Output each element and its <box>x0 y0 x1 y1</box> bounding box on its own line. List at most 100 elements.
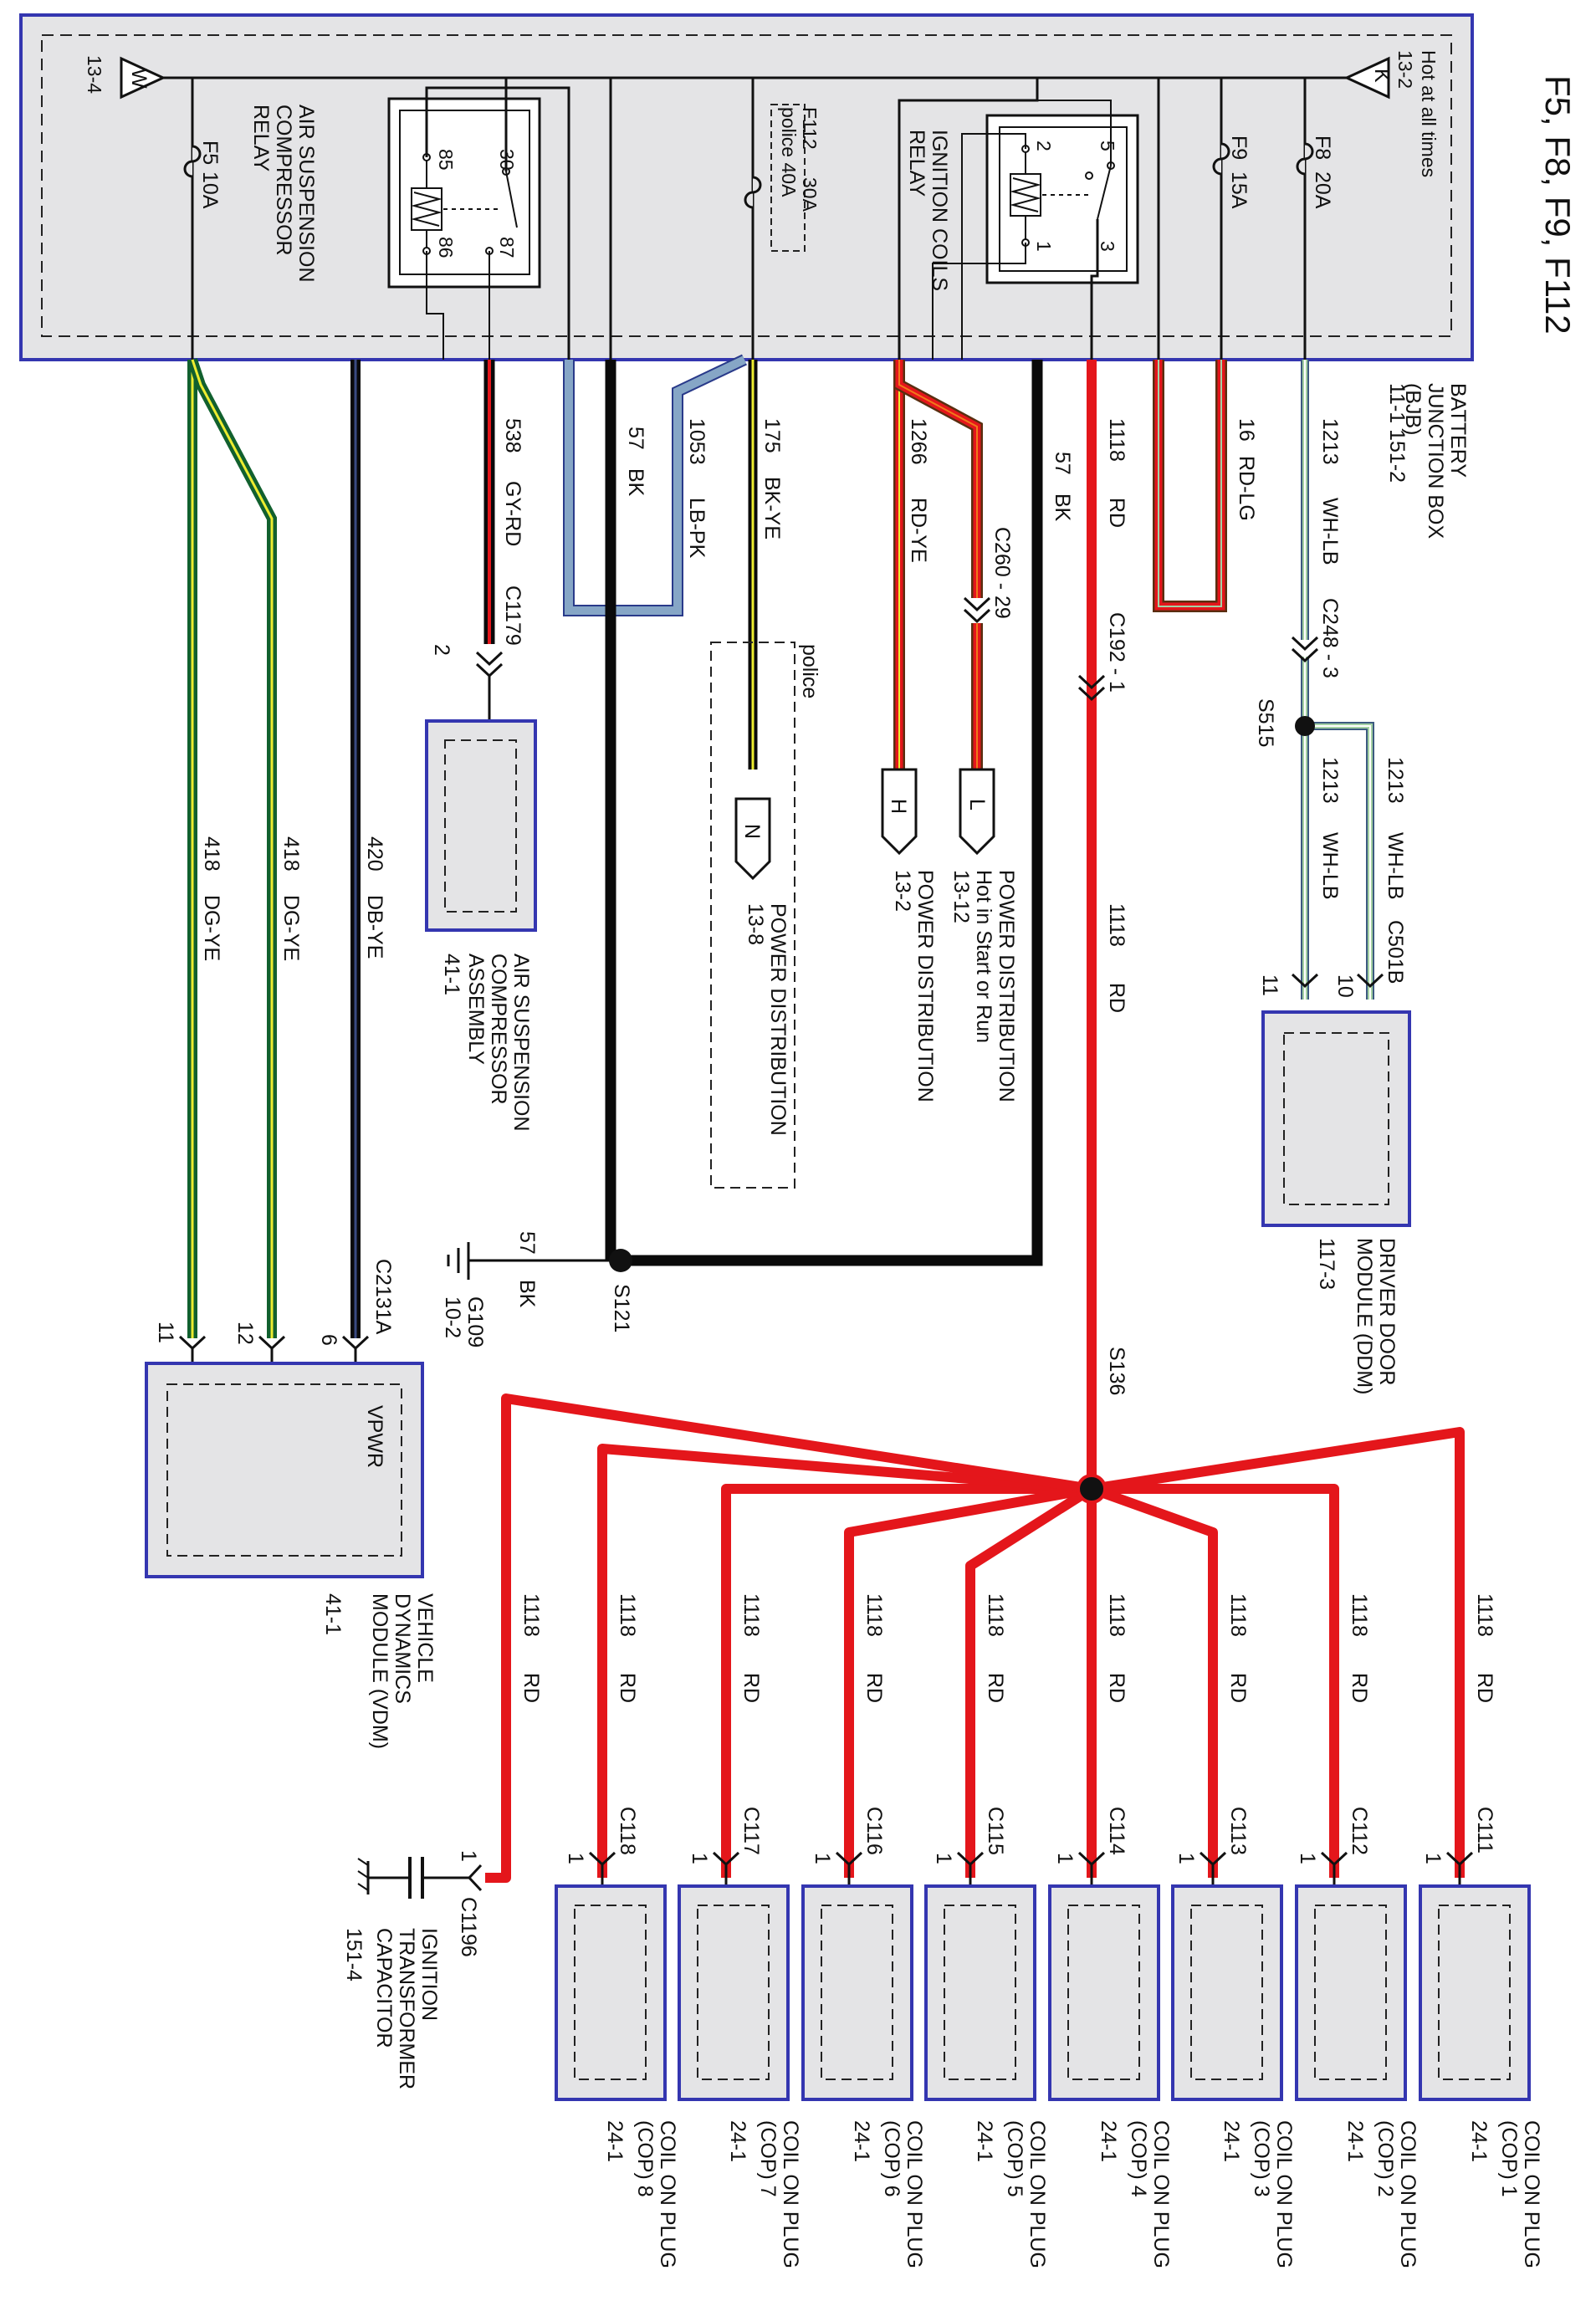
wire-1118-color: RD <box>1105 498 1128 528</box>
fan-rd-4: RD <box>1105 1673 1128 1703</box>
g109-ref: 10-2 <box>441 1296 464 1338</box>
coil-5-pin: 1 <box>932 1853 955 1864</box>
vdm-pin-12: 12 <box>233 1322 257 1345</box>
s136-label: S136 <box>1105 1347 1128 1395</box>
coil-3-conn: C113 <box>1226 1807 1250 1855</box>
wire-1266-color: RD-YE <box>907 498 930 563</box>
coil-3 <box>1171 1851 1283 2101</box>
fuse-f8-id: F8 <box>1311 136 1334 160</box>
coil-1-conn: C111 <box>1473 1807 1496 1854</box>
pd-n-label: POWER DISTRIBUTION <box>766 903 790 1136</box>
coil-8-ref: 24-1 <box>603 2120 627 2162</box>
wire-57a-color: BK <box>1051 493 1074 522</box>
fan-1118-8: 1118 <box>616 1593 639 1637</box>
capacitor-name: IGNITIONTRANSFORMERCAPACITOR <box>372 1928 441 2089</box>
coil-6 <box>801 1851 913 2101</box>
g109-label: G109 <box>463 1296 487 1347</box>
fan-rd-2: RD <box>1348 1673 1371 1703</box>
coil-1-pin: 1 <box>1421 1853 1445 1864</box>
coil-6-pin: 1 <box>811 1853 834 1864</box>
capacitor-ref: 151-4 <box>342 1928 366 1981</box>
pd-h-label: POWER DISTRIBUTION <box>913 870 937 1102</box>
splice-s136 <box>1077 1474 1107 1504</box>
vdm-pin-6: 6 <box>317 1334 340 1346</box>
fuse-f5 <box>183 145 202 178</box>
fan-rd-8: RD <box>616 1673 639 1703</box>
w-ref: 13-4 <box>84 55 105 94</box>
wire-538-color: GY-RD <box>501 481 524 546</box>
pd-n-terminal <box>734 797 771 881</box>
fan-1118-6: 1118 <box>862 1593 886 1637</box>
k-letter: K <box>1370 69 1394 83</box>
fan-rd-5: RD <box>984 1673 1007 1703</box>
coil-7-conn: C117 <box>739 1807 763 1855</box>
w57-short-color: BK <box>515 1280 539 1308</box>
fan-1118-9: 1118 <box>519 1593 543 1637</box>
wire-420-color: DB-YE <box>363 895 386 959</box>
police-label: police <box>798 644 821 698</box>
wire-1053 <box>563 354 748 616</box>
wire-175-circuit: 175 <box>760 418 784 453</box>
battery-junction-box: W 13-4 K 13-2 Hot at all times F5 10A 85… <box>19 13 1474 361</box>
c1196-pin: 1 <box>457 1850 480 1862</box>
pd-l-label: POWER DISTRIBUTION <box>995 870 1018 1102</box>
coil-8-conn: C118 <box>616 1807 639 1855</box>
coil-3-ref: 24-1 <box>1220 2120 1243 2162</box>
wire-418b-circuit: 418 <box>279 836 303 872</box>
wire-1213c-color: WH-LB <box>1384 832 1407 900</box>
hot-at-all-times: Hot at all times <box>1418 50 1440 177</box>
air-relay-pin-87: 87 <box>496 237 518 258</box>
air-relay-name: AIR SUSPENSIONCOMPRESSORRELAY <box>249 105 318 283</box>
fuse-f8-rating: 20A <box>1311 171 1334 209</box>
wire-1053-color: LB-PK <box>685 498 708 559</box>
wire-1118b-circuit: 1118 <box>1105 903 1128 947</box>
connector-c192-icon <box>1077 674 1106 702</box>
wire-1213 <box>1295 360 1374 1000</box>
ign-relay-pin-3: 3 <box>1097 241 1118 252</box>
coil-2-pin: 1 <box>1296 1853 1319 1864</box>
coil-1-ref: 24-1 <box>1467 2120 1491 2162</box>
connector-c248-icon <box>1291 636 1319 663</box>
coil-3-name: COIL ON PLUG(COP) 3 <box>1250 2120 1296 2268</box>
fan-rd-9: RD <box>519 1673 543 1703</box>
s136-fanout <box>485 1393 1465 1883</box>
driver-door-module <box>1261 1010 1411 1227</box>
c248-label: C248 - 3 <box>1318 598 1342 678</box>
wire-16-color: RD-LG <box>1235 456 1258 521</box>
ground-g109-icon <box>447 1242 470 1280</box>
coil-7-pin: 1 <box>688 1853 711 1864</box>
pd-l-ref: 13-12 <box>949 870 973 923</box>
coil-4 <box>1048 1851 1160 2101</box>
fuse-f112-police: police 40A <box>778 107 800 197</box>
ign-relay-pin-2: 2 <box>1033 141 1055 151</box>
fuse-f112-id: F112 <box>799 107 821 150</box>
fuse-f5-id: F5 <box>198 141 222 165</box>
coil-8-name: COIL ON PLUG(COP) 8 <box>633 2120 679 2268</box>
pd-h-terminal <box>881 768 918 856</box>
fan-rd-7: RD <box>739 1673 763 1703</box>
pd-n-letter: N <box>740 824 764 839</box>
coil-8-pin: 1 <box>564 1853 587 1864</box>
coil-4-conn: C114 <box>1105 1807 1128 1855</box>
wire-1213b-color: WH-LB <box>1318 832 1342 900</box>
fan-rd-1: RD <box>1473 1673 1496 1703</box>
coil-7-name: COIL ON PLUG(COP) 7 <box>756 2120 802 2268</box>
vdm-name: VEHICLEDYNAMICSMODULE (VDM) <box>368 1593 437 1749</box>
fuse-f9 <box>1212 142 1230 176</box>
c192-label: C192 - 1 <box>1105 612 1128 693</box>
pd-l-sub: Hot in Start or Run <box>972 870 995 1043</box>
connector-c1179-icon <box>475 651 504 678</box>
coil-1-name: COIL ON PLUG(COP) 1 <box>1497 2120 1543 2268</box>
fuse-f112-rating: 30A <box>799 177 821 212</box>
wire-57b-circuit: 57 <box>624 427 647 450</box>
air-relay-pin-85: 85 <box>435 149 457 171</box>
air-suspension-relay: 85 86 30 87 <box>387 97 541 289</box>
coil-8 <box>555 1851 667 2101</box>
coil-6-name: COIL ON PLUG(COP) 6 <box>880 2120 926 2268</box>
ddm-ref: 117-3 <box>1315 1238 1338 1290</box>
ddm-pin-11: 11 <box>1258 974 1281 996</box>
wire-418a-color: DG-YE <box>200 895 223 961</box>
coil-3-pin: 1 <box>1174 1853 1198 1864</box>
splice-s121 <box>609 1249 632 1272</box>
capacitor-icon <box>357 1857 483 1899</box>
